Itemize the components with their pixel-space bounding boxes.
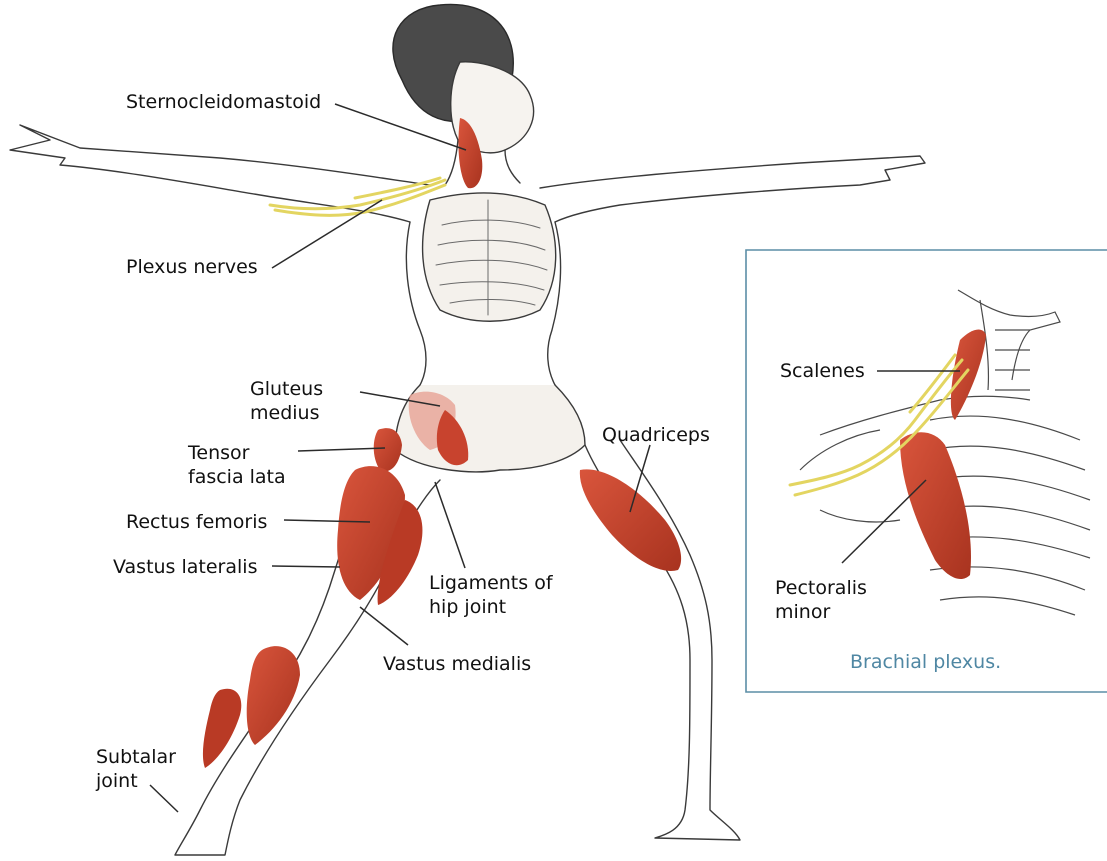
label-ligaments-hip-joint: Ligaments of hip joint <box>429 571 553 619</box>
label-plexus-nerves: Plexus nerves <box>126 255 258 279</box>
label-tensor-fascia-lata: Tensor fascia lata <box>188 441 286 489</box>
left-calf-muscle <box>247 646 300 745</box>
quadriceps-muscle <box>580 469 681 571</box>
leader-vastus-lateralis <box>272 566 340 567</box>
ribcage <box>423 193 556 321</box>
label-subtalar-joint: Subtalar joint <box>96 745 176 793</box>
label-gluteus-medius: Gluteus medius <box>250 377 323 425</box>
left-tibialis-muscle <box>203 689 241 768</box>
leader-ligaments <box>435 482 465 568</box>
leader-tensor-fascia-lata <box>298 448 385 451</box>
inset-caption: Brachial plexus. <box>850 650 1001 674</box>
inset-panel <box>746 250 1107 692</box>
label-rectus-femoris: Rectus femoris <box>126 510 267 534</box>
tensor-fascia-lata-muscle <box>374 428 402 471</box>
label-sternocleidomastoid: Sternocleidomastoid <box>126 90 321 114</box>
label-vastus-medialis: Vastus medialis <box>383 652 531 676</box>
label-pectoralis-minor: Pectoralis minor <box>775 576 867 624</box>
left-arm <box>10 125 430 222</box>
label-vastus-lateralis: Vastus lateralis <box>113 555 257 579</box>
leader-vastus-medialis <box>360 607 408 645</box>
label-quadriceps: Quadriceps <box>602 423 710 447</box>
right-arm <box>540 156 925 222</box>
leader-plexus-nerves <box>272 200 382 268</box>
label-scalenes: Scalenes <box>780 359 865 383</box>
